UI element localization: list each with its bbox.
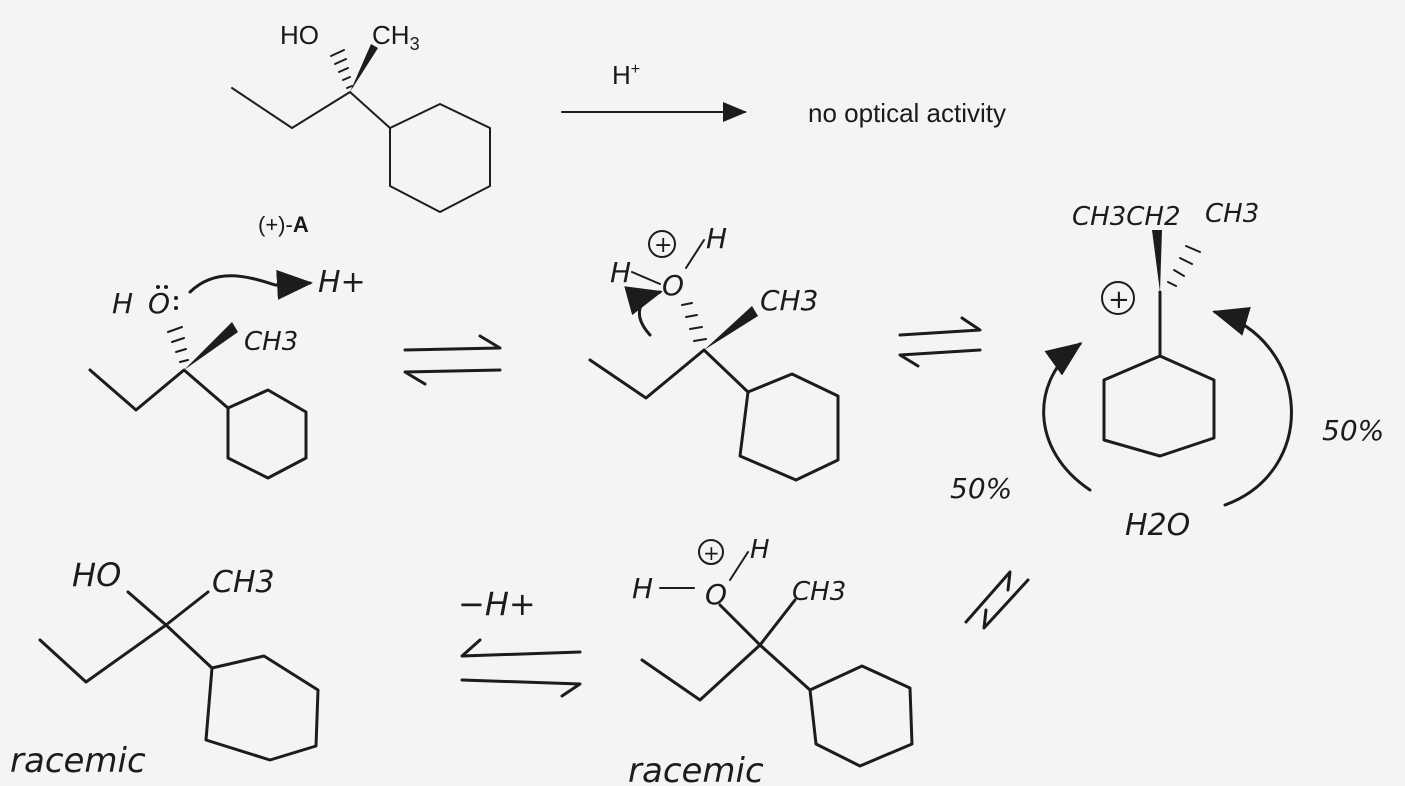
step4-ethyl-chain	[640, 643, 812, 702]
step4-oxonium: H + H O CH3 racemic	[628, 535, 914, 786]
top-ch3-label: CH3	[372, 20, 420, 54]
step2-o-label: O	[662, 269, 684, 302]
step1-ring	[226, 388, 308, 480]
step2-h-right: H	[706, 222, 727, 255]
step1-ethyl-chain	[88, 368, 230, 412]
carbocation-ring	[1102, 354, 1216, 458]
final-ring	[204, 654, 320, 762]
step4-o-label: O	[705, 578, 727, 611]
top-hash-bond	[330, 49, 353, 89]
top-reaction-arrow: H+	[561, 60, 747, 122]
step4-ch3-label: CH3	[792, 577, 846, 607]
step2-ethyl-chain	[588, 348, 750, 400]
equilibrium-arrow-2	[898, 316, 982, 368]
top-ho-label: HO	[280, 20, 319, 50]
carbocation-charge: +	[1108, 285, 1130, 315]
step4-ring	[808, 664, 914, 768]
final-alcohol: HO CH3 racemic	[10, 556, 320, 781]
water-label: H2O	[1125, 508, 1190, 543]
compound-a-structure: HO CH3 (+)-A	[231, 20, 491, 237]
step1-h-label: H	[112, 287, 133, 320]
step2-ch3-label: CH3	[760, 284, 818, 317]
carbocation-intermediate: CH3CH2 CH3 + H2O 50% 50%	[950, 199, 1384, 543]
step4-racemic-label: racemic	[628, 751, 764, 786]
step1-ch3-label: CH3	[244, 327, 298, 357]
step4-h-left: H	[632, 572, 653, 605]
minus-h-plus-label: −H+	[458, 585, 536, 623]
product-no-optical-activity: no optical activity	[808, 98, 1006, 128]
step2-h-left: H	[610, 256, 631, 289]
final-ho-label: HO	[72, 556, 121, 594]
water-attack-left-arrow	[1042, 342, 1092, 492]
step1-curved-arrow	[188, 269, 313, 300]
step1-alcohol: H O H+ CH3	[88, 265, 366, 480]
percent-left-label: 50%	[950, 472, 1012, 505]
compound-a-label: (+)-A	[258, 212, 309, 237]
percent-right-label: 50%	[1322, 414, 1384, 447]
water-attack-right-arrow	[1212, 306, 1293, 507]
step1-o-label: O	[148, 287, 170, 320]
equilibrium-arrow-1	[403, 334, 502, 386]
step1-wedge-bond	[184, 322, 238, 370]
equilibrium-arrow-3	[964, 570, 1030, 630]
step2-ring	[738, 372, 840, 482]
step4-charge: +	[703, 541, 720, 565]
top-cyclohexyl-ring	[389, 103, 491, 213]
top-wedge-bond	[350, 44, 378, 92]
step4-h-right: H	[750, 535, 770, 565]
top-ethyl-chain	[231, 87, 391, 129]
carbocation-ch3-label: CH3	[1205, 199, 1259, 229]
step2-charge: +	[654, 233, 672, 258]
final-ch3-label: CH3	[212, 565, 275, 600]
carbocation-wedge-bond	[1152, 230, 1162, 292]
step2-wedge-bond	[704, 306, 758, 350]
step1-h-plus: H+	[318, 265, 366, 300]
deprotonation-arrows: −H+	[458, 585, 582, 698]
step2-curved-arrow	[624, 286, 663, 337]
acid-reagent-label: H+	[612, 60, 640, 90]
carbocation-ethyl-label: CH3CH2	[1072, 202, 1181, 232]
final-racemic-label: racemic	[10, 741, 146, 781]
final-ethyl-chain	[38, 623, 214, 684]
step2-oxonium: H + H O CH3	[588, 222, 840, 482]
